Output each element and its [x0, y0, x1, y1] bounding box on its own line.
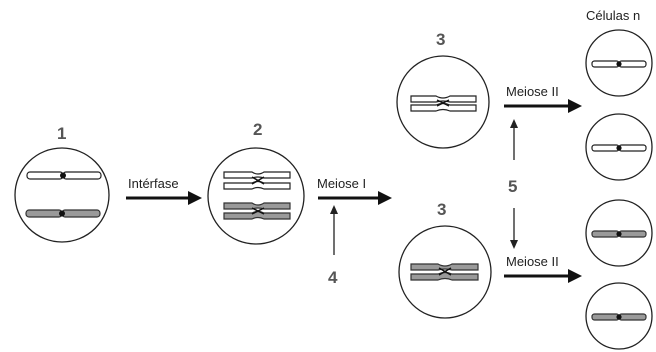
haploid-chromosome-light-2 — [591, 144, 647, 152]
haploid-chromosome-dark-4 — [591, 313, 647, 321]
arrow-meiosis-two-top — [504, 99, 582, 113]
chromosome-pair-light-stage-3 — [410, 95, 477, 112]
stage-label-3-top: 3 — [436, 30, 445, 49]
process-label-meiosis-one: Meiose I — [317, 176, 366, 191]
title-haploid-cells: Células n — [586, 8, 640, 23]
arrow-meiosis-two-bottom — [504, 269, 582, 283]
process-label-meiosis-two-top: Meiose II — [506, 84, 559, 99]
arrow-meiosis-one — [318, 191, 392, 205]
chromosome-pair-dark-stage-3 — [410, 263, 479, 281]
stage-label-4: 4 — [328, 268, 338, 287]
chromosome-dark-stage-1 — [25, 209, 101, 218]
pointer-arrow-5-up — [510, 119, 518, 160]
haploid-chromosome-light-1 — [591, 60, 647, 68]
process-label-meiosis-two-bottom: Meiose II — [506, 254, 559, 269]
cell-stage-1 — [14, 147, 110, 243]
haploid-chromosome-dark-3 — [591, 230, 647, 238]
stage-label-5: 5 — [508, 177, 517, 196]
stage-label-2: 2 — [253, 120, 262, 139]
chromosome-light-stage-1 — [26, 171, 102, 180]
arrow-interphase — [126, 191, 202, 205]
process-label-interphase: Intérfase — [128, 176, 179, 191]
stage-label-3-bottom: 3 — [437, 200, 446, 219]
pointer-arrow-5-down — [510, 208, 518, 249]
cell-stage-2 — [207, 147, 305, 245]
tetrad-dark-stage-2 — [223, 202, 291, 220]
stage-label-1: 1 — [57, 124, 66, 143]
cell-stage-3-top — [396, 55, 490, 149]
pointer-arrow-4 — [330, 205, 338, 255]
tetrad-light-stage-2 — [223, 171, 291, 190]
